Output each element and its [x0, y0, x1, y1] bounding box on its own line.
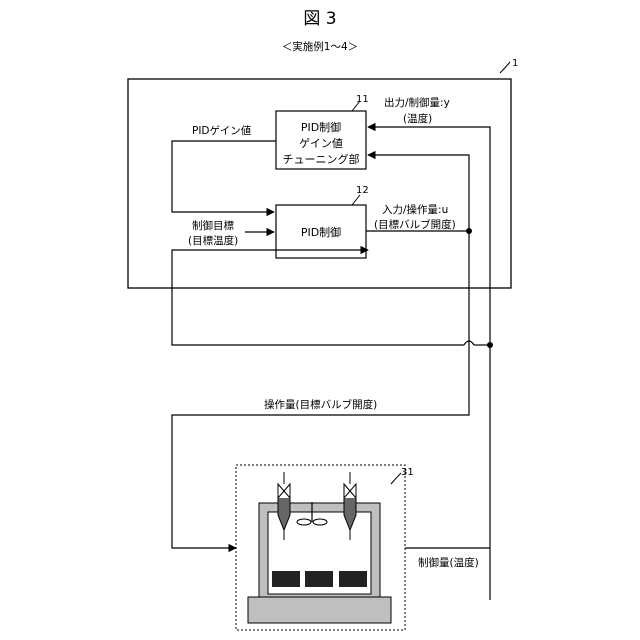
- temperature-to-pid-line: [172, 250, 464, 345]
- tuning-block-line-1: PID制御: [301, 120, 341, 134]
- heater-2: [305, 571, 333, 587]
- target-label-line-1: 制御目標: [192, 219, 234, 232]
- input-label-line-2: (目標バルブ開度): [374, 218, 456, 231]
- pid-ref-leader: [352, 195, 360, 205]
- figure-subtitle: ＜実施例1～4＞: [282, 40, 358, 53]
- controller-ref: 1: [512, 58, 518, 69]
- controller-ref-leader: [500, 62, 510, 73]
- output-label-line-2: (温度): [403, 112, 432, 125]
- plant-ref: 31: [401, 467, 414, 478]
- reactor-vessel: [248, 502, 391, 623]
- pid-gain-label: PIDゲイン値: [192, 124, 252, 137]
- target-label-line-2: (目標温度): [188, 234, 238, 247]
- manipulated-label: 操作量(目標バルブ開度): [264, 398, 377, 411]
- heater-3: [339, 571, 367, 587]
- heater-1: [272, 571, 300, 587]
- pid-block-ref: 12: [356, 185, 369, 196]
- pid-gain-line: [172, 141, 276, 212]
- input-label-line-1: 入力/操作量:u: [382, 203, 448, 216]
- pid-block-label: PID制御: [301, 225, 341, 239]
- temperature-junction: [487, 342, 493, 348]
- output-label-line-1: 出力/制御量:y: [384, 96, 450, 109]
- tuning-block-ref: 11: [356, 94, 369, 105]
- controlled-feedback-line: [368, 127, 490, 600]
- tuning-block-line-3: チューニング部: [283, 152, 360, 166]
- manipulated-line: [172, 231, 469, 548]
- figure-title: 図 3: [303, 9, 336, 29]
- controlled-label: 制御量(温度): [418, 556, 479, 569]
- plant-ref-leader: [391, 473, 401, 484]
- tuning-block-line-2: ゲイン値: [299, 137, 343, 150]
